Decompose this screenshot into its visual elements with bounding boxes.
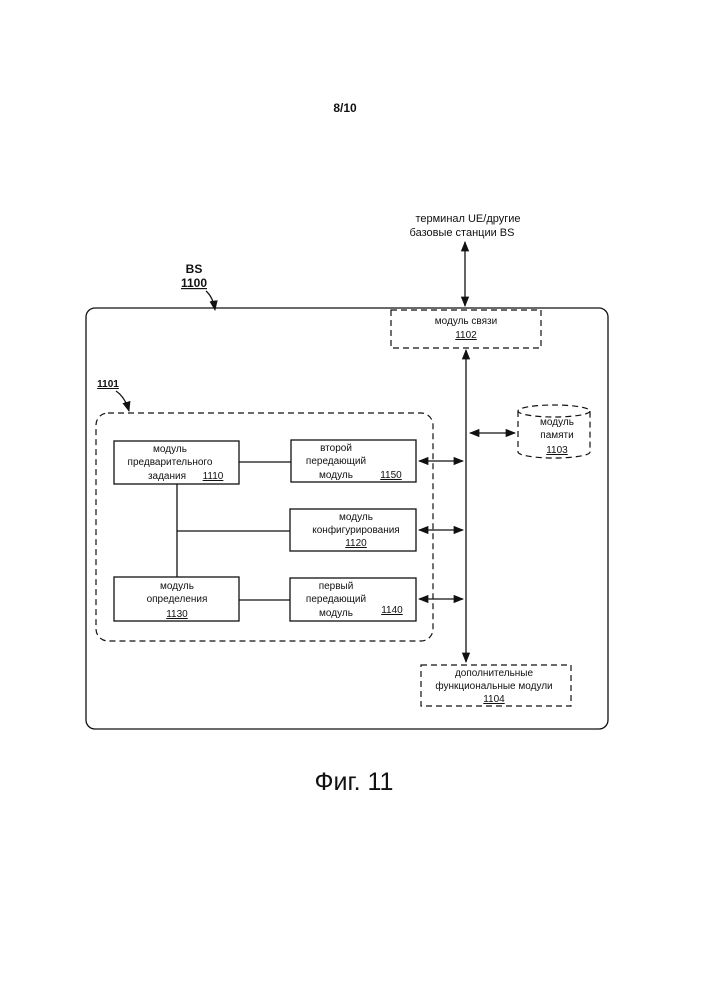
determine-module-line2: определения [147, 594, 208, 605]
extra-modules-line1: дополнительные [455, 668, 534, 679]
bs-label: BS [186, 262, 203, 276]
predefine-module-line1: модуль [153, 444, 187, 455]
external-label-line1: терминал UE/другие [415, 213, 520, 225]
first-tx-line2: передающий [306, 594, 366, 605]
comm-module-label: модуль связи [435, 316, 497, 327]
comm-module: модуль связи 1102 [391, 310, 541, 348]
determine-module-line1: модуль [160, 581, 194, 592]
predefine-module-number: 1110 [203, 471, 224, 482]
determine-module-number: 1130 [166, 609, 188, 620]
second-tx-line3: модуль [319, 470, 353, 481]
memory-module: модуль памяти 1103 [518, 405, 590, 458]
second-tx-number: 1150 [380, 470, 402, 481]
first-tx-line3: модуль [319, 608, 353, 619]
extra-modules-line2: функциональные модули [435, 680, 552, 692]
config-module-number: 1120 [345, 538, 367, 549]
second-tx-line2: передающий [306, 456, 366, 467]
predefine-module: модуль предварительного задания 1110 [114, 441, 239, 484]
determine-module: модуль определения 1130 [114, 577, 239, 621]
comm-module-number: 1102 [455, 330, 477, 341]
bs-pointer [206, 291, 215, 310]
memory-module-line1: модуль [540, 417, 574, 428]
first-tx-number: 1140 [381, 605, 403, 616]
bs-number: 1100 [181, 276, 207, 290]
first-tx-module: первый передающий модуль 1140 [290, 578, 416, 621]
first-tx-line1: первый [319, 581, 354, 592]
second-tx-line1: второй [320, 443, 352, 454]
memory-module-number: 1103 [546, 445, 568, 456]
page-number: 8/10 [333, 101, 357, 115]
extra-modules: дополнительные функциональные модули 110… [421, 665, 571, 706]
second-tx-module: второй передающий модуль 1150 [291, 440, 416, 482]
figure-caption: Фиг. 11 [315, 768, 394, 796]
memory-module-line2: памяти [540, 430, 573, 441]
config-module: модуль конфигурирования 1120 [290, 509, 416, 551]
predefine-module-line3: задания [148, 471, 186, 482]
external-label-line2: базовые станции BS [410, 227, 515, 239]
predefine-module-line2: предварительного [128, 457, 213, 468]
extra-modules-number: 1104 [483, 694, 505, 705]
group-pointer [116, 391, 129, 411]
config-module-line1: модуль [339, 512, 373, 523]
group-number: 1101 [97, 379, 119, 390]
config-module-line2: конфигурирования [312, 524, 399, 536]
